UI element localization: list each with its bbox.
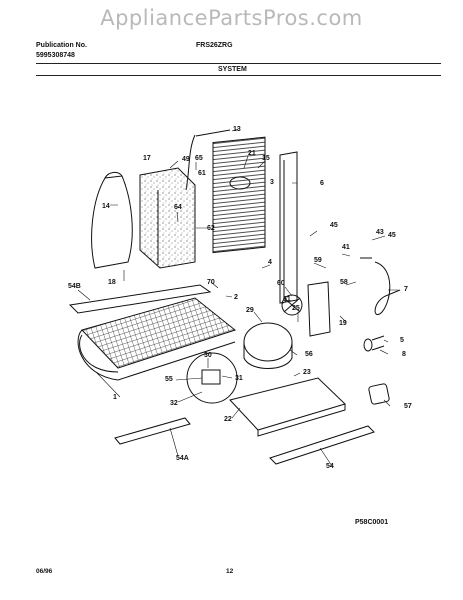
callout-13: 13	[233, 126, 241, 133]
callout-54a: 54A	[176, 455, 189, 462]
condenser-coil-part	[77, 297, 237, 381]
callout-60: 60	[277, 280, 285, 287]
callout-45b: 45	[388, 232, 396, 239]
callout-1: 1	[113, 394, 117, 401]
callout-65: 65	[195, 155, 203, 162]
callout-43: 43	[376, 229, 384, 236]
callout-45a: 45	[330, 222, 338, 229]
evaporator-cover-part	[139, 167, 196, 269]
callout-3: 3	[270, 179, 274, 186]
evaporator-coil-part	[212, 136, 266, 254]
callout-64: 64	[174, 204, 182, 211]
figure-code: P58C0001	[355, 519, 388, 526]
callout-57: 57	[404, 403, 412, 410]
callout-31: 31	[235, 375, 243, 382]
callout-54b: 54B	[68, 283, 81, 290]
callout-61a: 61	[198, 170, 206, 177]
callout-22: 22	[224, 416, 232, 423]
callout-5: 5	[400, 337, 404, 344]
bag-part	[91, 171, 133, 269]
callout-32: 32	[170, 400, 178, 407]
callout-56: 56	[305, 351, 313, 358]
callout-7: 7	[404, 286, 408, 293]
header-rule-bottom	[36, 75, 441, 76]
publication-label: Publication No.	[36, 42, 87, 49]
callout-59: 59	[314, 257, 322, 264]
callout-55: 55	[165, 376, 173, 383]
callout-4: 4	[268, 259, 272, 266]
section-title: SYSTEM	[218, 66, 247, 73]
bracket-54a-part	[114, 417, 191, 445]
callout-62: 62	[207, 225, 215, 232]
drain-tube-part	[360, 257, 401, 315]
callout-18: 18	[108, 279, 116, 286]
plug-part	[363, 335, 385, 352]
callout-25: 25	[292, 305, 300, 312]
rail-54-part	[269, 425, 375, 465]
bracket-54b-part	[68, 284, 212, 314]
callout-8: 8	[402, 351, 406, 358]
callout-2: 2	[234, 294, 238, 301]
callout-15: 15	[262, 155, 270, 162]
header-rule-top	[36, 63, 441, 64]
fan-motor-part	[281, 281, 331, 337]
callout-29: 29	[246, 307, 254, 314]
callout-14: 14	[102, 203, 110, 210]
callout-58a: 58	[340, 279, 348, 286]
block-57-part	[368, 383, 390, 405]
publication-number: 5995308748	[36, 52, 75, 59]
footer-page-number: 12	[226, 568, 234, 575]
callout-49: 49	[182, 156, 190, 163]
callout-19: 19	[339, 320, 347, 327]
callout-54: 54	[326, 463, 334, 470]
watermark: AppliancePartsPros.com	[100, 6, 363, 30]
compressor-part	[243, 322, 293, 369]
callout-6: 6	[320, 180, 324, 187]
relay-detail-part	[186, 352, 238, 404]
callout-23: 23	[303, 369, 311, 376]
callout-30: 30	[204, 352, 212, 359]
footer-date: 06/96	[36, 568, 53, 575]
callout-41: 41	[342, 244, 350, 251]
model-number: FRS26ZRG	[196, 42, 233, 49]
callout-70: 70	[207, 279, 215, 286]
base-pan-part	[229, 377, 346, 437]
callout-21: 21	[248, 150, 256, 157]
callout-17: 17	[143, 155, 151, 162]
callout-61b: 61	[283, 296, 291, 303]
